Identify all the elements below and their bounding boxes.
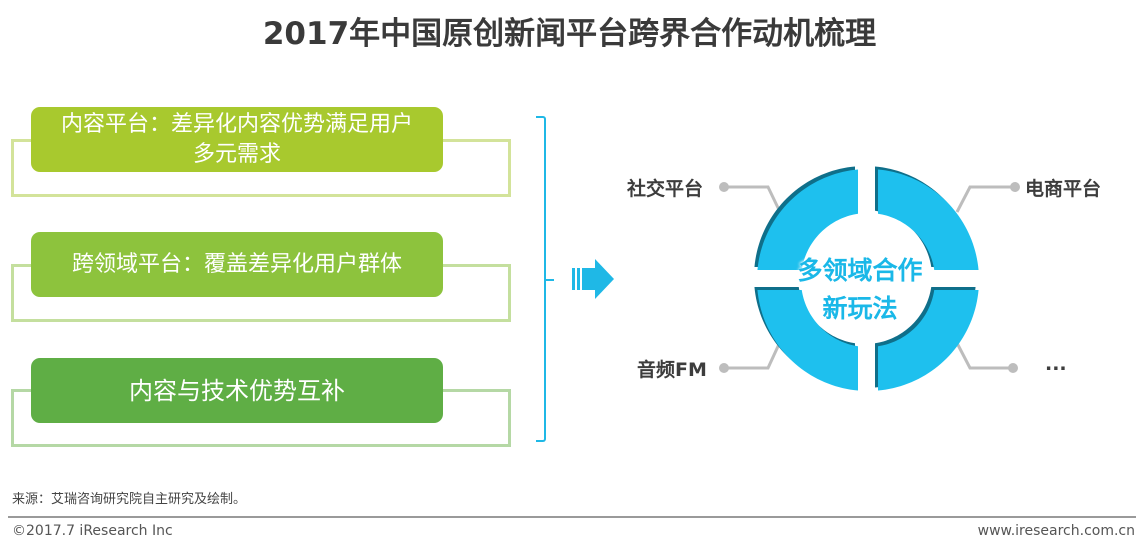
partner-audio-fm: 音频FM bbox=[637, 359, 707, 381]
frame-edge bbox=[441, 264, 511, 267]
page-title: 2017年中国原创新闻平台跨界合作动机梳理 bbox=[262, 16, 877, 52]
center-label-line2: 新玩法 bbox=[822, 294, 898, 323]
motive-text: 内容与技术优势互补 bbox=[129, 376, 345, 405]
frame-edge bbox=[11, 139, 33, 142]
right-bracket bbox=[536, 116, 546, 442]
ring-quadrant-bottom-left bbox=[757, 290, 858, 391]
partner-ecommerce: 电商平台 bbox=[1025, 178, 1102, 200]
motive-box-cross-domain: 跨领域平台：覆盖差异化用户群体 bbox=[31, 232, 443, 297]
ring-quadrant-bottom-right bbox=[878, 290, 979, 391]
partner-more: ... bbox=[1045, 353, 1067, 375]
ring-quadrant-top-left bbox=[757, 169, 858, 270]
connector-line-top-left bbox=[724, 185, 783, 215]
motive-text-line1: 内容平台：差异化内容优势满足用户 bbox=[60, 111, 413, 137]
motive-box-content-platform: 内容平台：差异化内容优势满足用户 多元需求 bbox=[31, 107, 443, 172]
connector-dot bbox=[1010, 182, 1020, 192]
connector-line-bottom-right bbox=[955, 342, 1013, 370]
connector-dot bbox=[719, 363, 729, 373]
ring-quadrant-top-right bbox=[878, 169, 979, 270]
connector-line-bottom-left bbox=[724, 341, 782, 370]
website-link[interactable]: www.iresearch.com.cn bbox=[977, 523, 1135, 539]
motive-text: 跨领域平台：覆盖差异化用户群体 bbox=[71, 251, 402, 277]
center-label: 多领域合作 新玩法 bbox=[775, 252, 945, 328]
connector-dot bbox=[1008, 363, 1018, 373]
motive-box-complement: 内容与技术优势互补 bbox=[31, 358, 443, 423]
partner-social: 社交平台 bbox=[627, 178, 704, 200]
frame-edge bbox=[441, 389, 511, 392]
connector-line-top-right bbox=[955, 185, 1015, 213]
motive-frame-2 bbox=[11, 264, 511, 322]
motive-frame-3 bbox=[11, 389, 511, 447]
motive-frame-1 bbox=[11, 139, 511, 197]
frame-edge bbox=[441, 139, 511, 142]
frame-edge bbox=[11, 389, 33, 392]
copyright-text: ©2017.7 iResearch Inc bbox=[12, 523, 173, 539]
center-label-line1: 多领域合作 bbox=[797, 256, 923, 285]
footer-divider bbox=[8, 516, 1136, 518]
frame-edge bbox=[11, 264, 33, 267]
connector-dot bbox=[719, 182, 729, 192]
bracket-tick bbox=[546, 279, 554, 281]
cooperation-ring bbox=[754, 166, 979, 391]
source-note: 来源：艾瑞咨询研究院自主研究及绘制。 bbox=[12, 492, 247, 507]
right-arrow-icon bbox=[572, 259, 614, 299]
motive-text-line2: 多元需求 bbox=[192, 141, 281, 167]
